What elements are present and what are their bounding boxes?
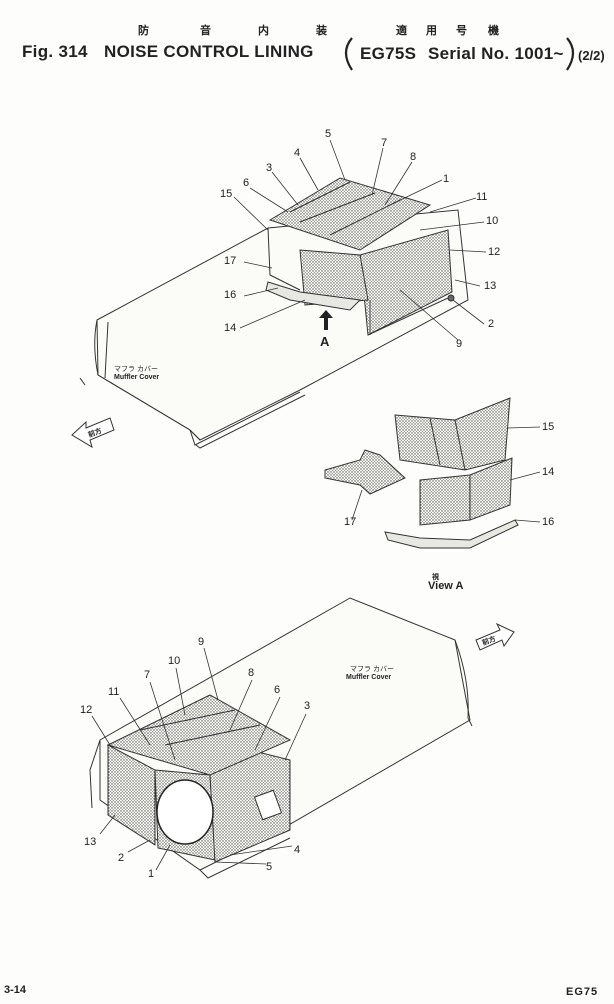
- view-a-callout-15: 15: [542, 421, 555, 433]
- arrow-a-label: A: [320, 334, 330, 349]
- callout-15: 15: [220, 188, 233, 200]
- upper-muffler-cover: [79, 177, 469, 449]
- callout-1: 1: [443, 173, 450, 185]
- lower-callout-7: 7: [144, 669, 151, 681]
- lower-callout-13: 13: [84, 836, 97, 848]
- header-close-paren: [566, 37, 575, 71]
- callout-11: 11: [476, 191, 488, 203]
- callout-9: 9: [456, 338, 463, 350]
- callout-8: 8: [410, 151, 417, 163]
- view-a-part-15: [394, 397, 511, 471]
- lower-callout-3: 3: [304, 700, 311, 712]
- view-a-parts: [324, 397, 519, 549]
- callout-17: 17: [224, 255, 237, 267]
- header-jp-4: 装: [316, 25, 327, 37]
- serial-jp-2: 用: [426, 25, 437, 37]
- callout-16: 16: [224, 289, 237, 301]
- side-window: [253, 789, 283, 821]
- cover-label-upper: Muffler Cover: [114, 374, 160, 381]
- view-a-callout-17: 17: [344, 516, 357, 528]
- lining-panel-top: [268, 177, 432, 251]
- view-a-part-17: [324, 449, 406, 495]
- callout-12: 12: [488, 246, 501, 258]
- page-fraction: (2/2): [578, 48, 605, 63]
- lining-panel-12: [359, 229, 453, 336]
- view-a-arrow: [319, 310, 333, 330]
- cover-jp-upper: マフラ カバー: [114, 366, 158, 373]
- figure-label: Fig. 314: [22, 42, 88, 61]
- callout-6: 6: [243, 177, 250, 189]
- header-jp-2: 音: [200, 25, 211, 37]
- callout-13: 13: [484, 280, 497, 292]
- lower-callout-5: 5: [266, 861, 273, 873]
- callout-3: 3: [266, 162, 273, 174]
- model-label: EG75S: [360, 44, 417, 63]
- serial-jp-4: 機: [488, 25, 499, 37]
- header-jp-3: 内: [258, 25, 269, 37]
- lower-callout-4: 4: [294, 844, 301, 856]
- lower-muffler-cover: [89, 597, 473, 879]
- view-a-callout-14: 14: [542, 466, 555, 478]
- view-a-part-16: [384, 519, 519, 549]
- callout-5: 5: [325, 128, 332, 140]
- front-arrow-upper: [71, 417, 115, 449]
- lower-callout-8: 8: [248, 667, 255, 679]
- lower-lining-top: [106, 694, 292, 776]
- page-number: 3-14: [4, 984, 27, 996]
- front-arrow-lower: [475, 622, 515, 651]
- muffler-opening: [156, 779, 214, 845]
- figure-title: NOISE CONTROL LINING: [104, 42, 314, 61]
- callout-4: 4: [294, 147, 301, 159]
- view-a-callout-16: 16: [542, 516, 555, 528]
- callout-10: 10: [486, 215, 499, 227]
- view-a-label: View A: [428, 580, 464, 592]
- serial-jp-3: 号: [456, 25, 467, 37]
- lower-callout-6: 6: [274, 684, 281, 696]
- lower-callout-2: 2: [118, 852, 125, 864]
- base-plate-16: [265, 281, 362, 311]
- view-a-jp: 視: [432, 574, 439, 581]
- lower-callout-10: 10: [168, 655, 181, 667]
- callout-2: 2: [488, 318, 495, 330]
- lower-lining-face: [107, 744, 156, 846]
- cover-label-lower: Muffler Cover: [346, 674, 392, 681]
- serial-jp-1: 適: [396, 25, 407, 37]
- lower-callout-1: 1: [148, 868, 155, 880]
- callout-14: 14: [224, 322, 237, 334]
- header-jp-1: 防: [138, 25, 149, 37]
- serial-label: Serial No. 1001~: [428, 44, 564, 63]
- lower-callout-11: 11: [108, 686, 120, 698]
- model-code: EG75: [566, 986, 599, 998]
- callout-7: 7: [381, 137, 388, 149]
- cover-jp-lower: マフラ カバー: [350, 666, 394, 673]
- header-open-paren: [344, 37, 353, 71]
- lining-panel-14: [299, 249, 369, 306]
- lower-callout-12: 12: [80, 704, 93, 716]
- lower-callout-9: 9: [198, 636, 205, 648]
